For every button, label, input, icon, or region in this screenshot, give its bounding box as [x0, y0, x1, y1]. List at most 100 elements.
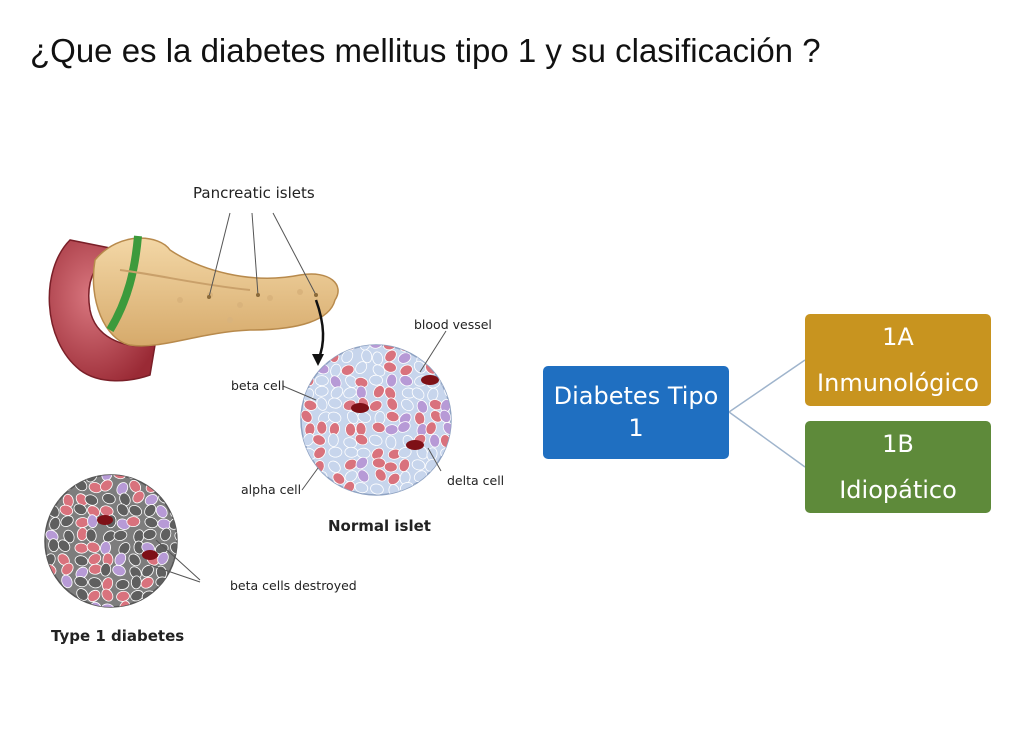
islet-cell [142, 528, 157, 540]
islet-cell [369, 345, 383, 349]
islet-cell [73, 503, 87, 516]
islet-cell [328, 397, 342, 409]
blood-vessel [421, 375, 439, 385]
islet-cell [61, 574, 73, 589]
islet-cell [316, 420, 328, 435]
islet-cell [313, 446, 326, 459]
islet-cell [140, 576, 154, 589]
islet-cell [48, 479, 62, 491]
islet-cell [45, 578, 59, 590]
type-1a-node: 1A Inmunológico [805, 314, 991, 406]
islet-cell [398, 446, 412, 459]
islet-cell [144, 494, 158, 506]
islet-cell [86, 541, 101, 553]
islet-cell [101, 588, 114, 602]
islet-cell [172, 575, 177, 587]
islet-pointer-lines [208, 212, 317, 298]
type-1b-node: 1B Idiopático [805, 421, 991, 513]
islet-cell [301, 365, 314, 377]
islet-cell [368, 434, 383, 446]
islet-cell [119, 600, 131, 607]
islet-cell [369, 374, 384, 386]
islet-cell [411, 459, 426, 471]
islet-cell [357, 411, 372, 423]
islet-cell [341, 350, 354, 364]
islet-cell [340, 364, 355, 376]
islet-cell [157, 551, 169, 566]
islet-cell [385, 435, 397, 450]
islet-cell [386, 373, 398, 388]
islet-cell [46, 475, 61, 481]
islet-cell [330, 386, 344, 399]
islet-cell [327, 411, 342, 424]
islet-cell [303, 399, 318, 411]
islet-cell [160, 527, 172, 542]
diabetes-tipo-1-node: Diabetes Tipo 1 [543, 366, 729, 459]
islet-cell [430, 410, 443, 423]
islet-cell [354, 482, 369, 494]
islet-cell [372, 457, 386, 469]
islet-cell [440, 350, 451, 364]
islet-cell [63, 529, 75, 544]
duodenum-shape [48, 239, 156, 382]
root-line2: 1 [628, 414, 644, 442]
islet-cell [128, 553, 141, 567]
islet-cell [172, 599, 177, 607]
islet-cell [399, 364, 413, 377]
islet-cell [60, 515, 74, 527]
islet-cell [45, 529, 59, 542]
islet-cell [330, 345, 343, 351]
islet-cell [102, 493, 116, 505]
blood-vessel [351, 403, 369, 413]
islet-cell [314, 481, 328, 495]
slide-title: ¿Que es la diabetes mellitus tipo 1 y su… [30, 32, 821, 69]
islet-cell [354, 433, 369, 446]
islet-cell [171, 482, 177, 494]
islet-cell [130, 590, 144, 602]
islet-cell [359, 345, 371, 351]
islet-cell [383, 461, 398, 473]
islet-cell [174, 530, 177, 543]
islet-cell [371, 447, 384, 460]
islet-cell [385, 411, 400, 423]
islet-cell [399, 375, 413, 387]
islet-cell [327, 433, 339, 447]
beta-cells-destroyed-label: beta cells destroyed [230, 578, 357, 593]
islet-cell [155, 576, 170, 588]
islet-cell [397, 352, 412, 364]
type-1b-label: Idiopático [839, 476, 957, 504]
type1-islet [44, 474, 178, 608]
islet-cell [74, 555, 89, 567]
islet-cell [370, 483, 384, 495]
islet-cell [88, 577, 102, 589]
islet-cell [412, 345, 424, 354]
islet-cell [413, 360, 427, 374]
tree-connectors [728, 359, 806, 468]
islet-cell [312, 434, 326, 446]
islet-cell [383, 361, 397, 373]
islet-cell [119, 492, 131, 506]
bile-duct [106, 235, 142, 333]
islet-cell [46, 599, 58, 607]
islet-cell [384, 349, 397, 363]
islet-cell [355, 361, 368, 375]
islet-cell [382, 345, 397, 351]
islet-cell [416, 400, 428, 414]
islet-cell [112, 564, 126, 577]
islet-cell [442, 422, 451, 435]
islet-cell [443, 458, 451, 470]
islet-cell [57, 539, 71, 552]
islet-cell [301, 409, 313, 423]
islet-cell [57, 475, 70, 483]
islet-cell [59, 504, 74, 516]
islet-cell [141, 564, 154, 578]
islet-cell [170, 542, 177, 555]
islet-cell [440, 345, 451, 350]
pancreas-organ [48, 235, 339, 382]
blood-vessel [142, 550, 158, 560]
islet-cell [103, 530, 116, 543]
islet-cell [116, 482, 129, 496]
islet-cell [61, 562, 74, 576]
beta-cell-label: beta cell [231, 378, 285, 393]
islet-cell [173, 564, 177, 577]
